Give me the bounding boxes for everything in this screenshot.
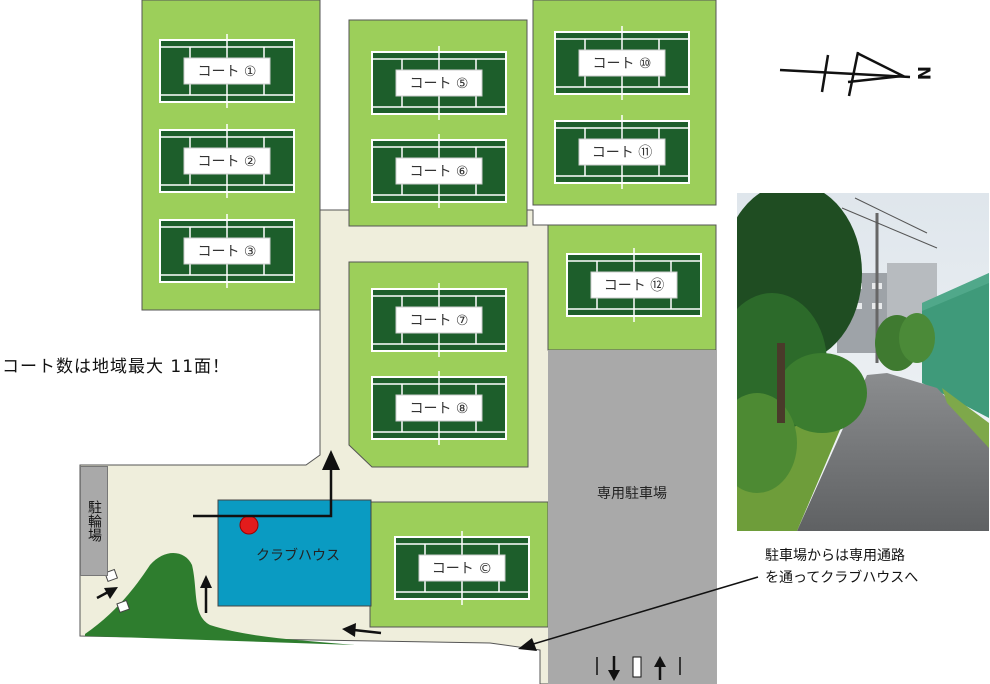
court-c5: コート ⑤ <box>371 46 507 120</box>
access-note: 駐車場からは専用通路 を通ってクラブハウスへ <box>765 545 918 589</box>
court-c10: コート ⑩ <box>554 26 690 100</box>
path-photo <box>737 193 989 531</box>
parking-area <box>548 350 716 684</box>
gate-post <box>116 599 131 614</box>
green-hill <box>85 552 355 645</box>
note-pointer-line <box>529 576 759 646</box>
arrow-down-icon <box>608 670 620 681</box>
access-note-line-1: 駐車場からは専用通路 <box>765 548 905 564</box>
court-label: コート ① <box>197 64 256 80</box>
arrow-right-icon <box>104 587 118 599</box>
compass-north-icon <box>779 51 911 97</box>
gate-post <box>104 568 119 583</box>
court-label: コート ② <box>197 154 256 170</box>
court-label: コート ⑥ <box>409 164 468 180</box>
arrow-up-icon <box>654 656 666 667</box>
bike-parking: 駐輪場 <box>80 466 108 576</box>
courts: コート ① コート ② コート ③ コート ⑤ コート ⑥ コート ⑦ コート ⑧ コート ⑩… <box>159 26 702 605</box>
headline-text: コート数は地域最大 11面！ <box>2 357 231 377</box>
gate-post <box>632 656 642 678</box>
court-label: コート © <box>432 561 492 577</box>
court-c3: コート ③ <box>159 214 295 288</box>
court-label: コート ③ <box>197 244 256 260</box>
arrow-shaft <box>353 628 382 635</box>
court-label: コート ⑧ <box>409 401 468 417</box>
court-c11: コート ⑪ <box>554 115 690 189</box>
court-c1: コート ① <box>159 34 295 108</box>
arrow-up-icon <box>322 450 340 470</box>
north-label: N <box>913 66 933 80</box>
court-c12: コート ⑫ <box>566 248 702 322</box>
court-c8: コート ⑧ <box>371 371 507 445</box>
route-line <box>193 465 333 518</box>
court-label: コート ⑩ <box>592 56 651 72</box>
court-label: コート ⑦ <box>409 313 468 329</box>
clubhouse-label: クラブハウス <box>256 547 340 564</box>
arrow-left-icon <box>518 638 537 651</box>
access-note-line-2: を通ってクラブハウスへ <box>765 570 919 586</box>
current-location-marker <box>239 515 259 535</box>
court-label: コート ⑪ <box>592 145 652 161</box>
arrow-left-icon <box>342 623 356 637</box>
court-label: コート ⑫ <box>604 278 664 294</box>
court-cC: コート © <box>394 531 530 605</box>
court-c7: コート ⑦ <box>371 283 507 357</box>
parking-label: 専用駐車場 <box>597 485 667 502</box>
court-label: コート ⑤ <box>409 76 468 92</box>
court-c6: コート ⑥ <box>371 134 507 208</box>
arrow-up-icon <box>200 575 212 588</box>
court-c2: コート ② <box>159 124 295 198</box>
